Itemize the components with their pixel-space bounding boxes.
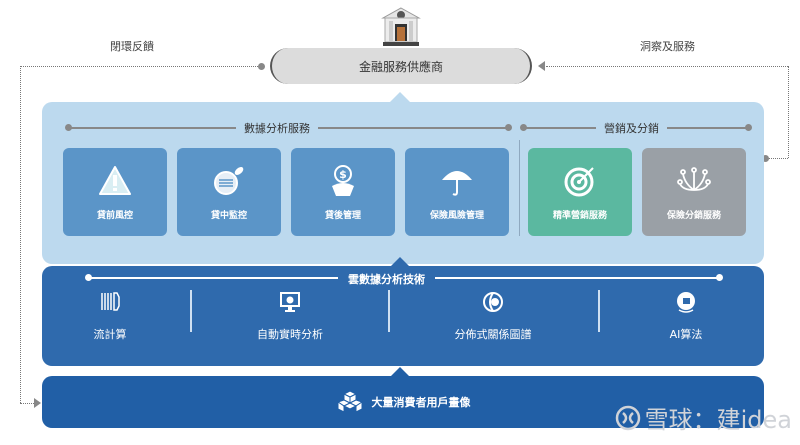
feedback-label: 閉環反饋: [110, 40, 154, 53]
tech-distributed-graph: 分佈式關係圖譜: [433, 290, 553, 342]
tech-realtime-analysis: 自動實時分析: [230, 290, 350, 342]
divider: [190, 290, 192, 332]
consumer-profile-label: 大量消費者用戶畫像: [371, 396, 471, 409]
watermark-text: 雪球：建idea: [644, 406, 792, 434]
snowball-logo-icon: [615, 405, 640, 430]
connector-dot: [762, 155, 769, 162]
card-pre-loan-risk[interactable]: 貸前風控: [63, 148, 167, 236]
tech-ai-algorithm: AI算法: [626, 290, 746, 342]
card-post-loan-management[interactable]: $ 貸後管理: [291, 148, 395, 236]
card-label: 精準營銷服務: [552, 210, 607, 221]
tech-stream-computing: 流計算: [50, 290, 170, 342]
magnifier-icon: [214, 166, 244, 195]
insight-label: 洞察及服務: [640, 40, 695, 53]
watermark: 雪球：建idea: [615, 400, 792, 435]
document-stack-icon: [101, 292, 120, 311]
arrow-right-icon: [34, 398, 41, 408]
tech-label: 流計算: [93, 328, 127, 341]
line-end-dot: [505, 124, 512, 131]
tech-label: 分佈式關係圖譜: [454, 328, 532, 341]
network-icon: [677, 166, 711, 191]
data-services-title: 數據分析服務: [236, 120, 318, 136]
bank-icon: [381, 6, 421, 52]
panel-notch: [390, 92, 410, 102]
connector-dot: [258, 63, 265, 70]
money-hand-icon: $: [332, 164, 354, 196]
feedback-line: [20, 66, 260, 67]
panel-notch: [390, 367, 410, 377]
insight-line-vertical: [788, 66, 789, 158]
target-icon: [564, 166, 594, 196]
umbrella-icon: [442, 170, 472, 196]
card-label: 保險分銷服務: [666, 210, 721, 221]
monitor-cloud-icon: [280, 292, 300, 312]
ai-head-icon: [677, 292, 695, 313]
card-label: 貸中監控: [210, 210, 247, 221]
arrow-left-icon: [538, 61, 545, 71]
warning-icon: [99, 165, 131, 195]
section-divider: [519, 140, 520, 236]
financial-provider-pill: 金融服務供應商: [270, 48, 532, 84]
globe-icon: [483, 292, 503, 312]
line-end-dot: [716, 274, 723, 281]
line-end-dot: [65, 124, 72, 131]
card-label: 保險風險管理: [429, 210, 484, 221]
card-label: 貸前風控: [96, 210, 133, 221]
panel-notch: [390, 257, 410, 267]
divider: [388, 290, 390, 332]
card-in-loan-monitoring[interactable]: 貸中監控: [177, 148, 281, 236]
card-precision-marketing[interactable]: 精準營銷服務: [528, 148, 632, 236]
svg-text:$: $: [339, 168, 347, 181]
marketing-title: 營銷及分銷: [596, 120, 667, 136]
cloud-tech-title: 雲數據分析技術: [338, 271, 435, 287]
insight-line: [546, 66, 788, 67]
consumer-profile-panel: 大量消費者用戶畫像: [42, 376, 764, 428]
card-label: 貸後管理: [324, 210, 361, 221]
line-end-dot: [745, 124, 752, 131]
feedback-line-bottom: [20, 403, 36, 404]
card-insurance-risk[interactable]: 保險風險管理: [405, 148, 509, 236]
line-end-dot: [520, 124, 527, 131]
cubes-icon: [336, 390, 363, 413]
insight-line-bottom: [766, 158, 788, 159]
tech-label: AI算法: [669, 328, 703, 341]
divider: [598, 290, 600, 332]
tech-label: 自動實時分析: [257, 328, 323, 341]
feedback-line-vertical: [20, 66, 21, 403]
line-end-dot: [85, 274, 92, 281]
card-insurance-distribution[interactable]: 保險分銷服務: [642, 148, 746, 236]
